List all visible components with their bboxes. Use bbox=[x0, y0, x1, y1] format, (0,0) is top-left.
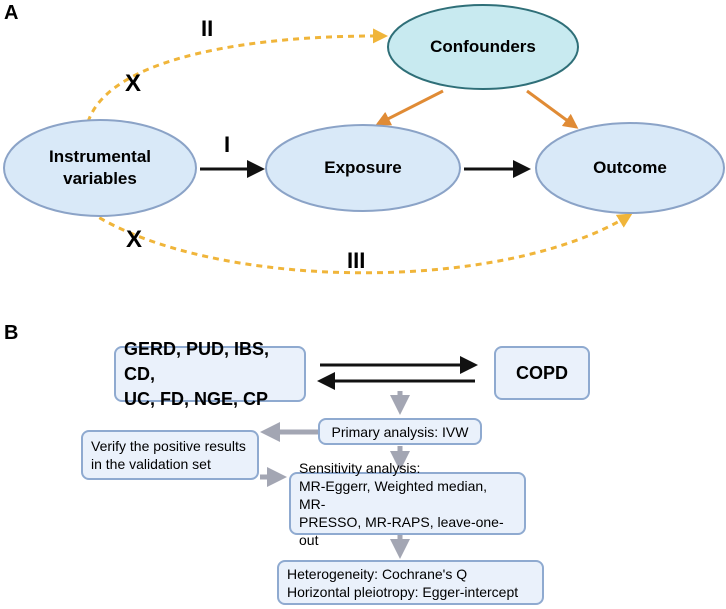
panel-b-label: B bbox=[4, 322, 19, 344]
exposure-node bbox=[265, 124, 461, 212]
exposure-diseases-box: GERD, PUD, IBS, CD, UC, FD, NGE, CP bbox=[114, 339, 306, 409]
exposure-diseases-line-1: GERD, PUD, IBS, CD, bbox=[124, 338, 270, 384]
path-iii-label: III bbox=[347, 248, 366, 273]
primary-analysis-label: Primary analysis: IVW bbox=[331, 423, 469, 440]
instrumental-variables-line-2: variables bbox=[63, 169, 137, 188]
confounders-label: Confounders bbox=[430, 37, 536, 56]
instrumental-variables-line-1: Instrumental bbox=[48, 147, 152, 166]
confounder-to-outcome-arrow bbox=[526, 89, 579, 129]
outcome-node bbox=[535, 122, 725, 214]
heterogeneity-line-2: Horizontal pleiotropy: Egger-intercept bbox=[287, 583, 519, 600]
primary-analysis-box: Primary analysis: IVW bbox=[318, 418, 482, 445]
instrumental-variables-node bbox=[3, 119, 197, 217]
violation-mark-lower: X bbox=[126, 226, 143, 253]
exposure-label: Exposure bbox=[324, 158, 402, 177]
confounders-node bbox=[387, 4, 579, 90]
path-ii-label: II bbox=[201, 16, 214, 41]
path-iii-dashed-arrow bbox=[89, 210, 633, 275]
sensitivity-line-2: MR-Eggerr, Weighted median, MR- bbox=[299, 477, 488, 512]
copd-label: COPD bbox=[515, 362, 568, 383]
heterogeneity-line-1: Heterogeneity: Cochrane's Q bbox=[287, 565, 468, 582]
instrumental-variables-label: Instrumental variables bbox=[4, 146, 196, 190]
validation-line-2: in the validation set bbox=[91, 456, 211, 472]
outcome-label: Outcome bbox=[593, 158, 667, 177]
confounder-to-exposure-arrow bbox=[375, 89, 444, 126]
copd-box: COPD bbox=[494, 346, 590, 400]
validation-line-1: Verify the positive results bbox=[91, 438, 246, 454]
sensitivity-analysis-box: Sensitivity analysis: MR-Eggerr, Weighte… bbox=[289, 460, 526, 548]
sensitivity-line-3: PRESSO, MR-RAPS, leave-one-out bbox=[299, 513, 504, 548]
validation-box: Verify the positive results in the valid… bbox=[81, 430, 259, 480]
sensitivity-line-1: Sensitivity analysis: bbox=[299, 459, 421, 476]
heterogeneity-box: Heterogeneity: Cochrane's Q Horizontal p… bbox=[277, 560, 544, 605]
path-ii-dashed-arrow bbox=[86, 28, 388, 123]
exposure-diseases-line-2: UC, FD, NGE, CP bbox=[124, 388, 269, 409]
path-i-label: I bbox=[224, 132, 231, 157]
panel-a-label: A bbox=[4, 2, 19, 24]
violation-mark-upper: X bbox=[125, 70, 142, 97]
